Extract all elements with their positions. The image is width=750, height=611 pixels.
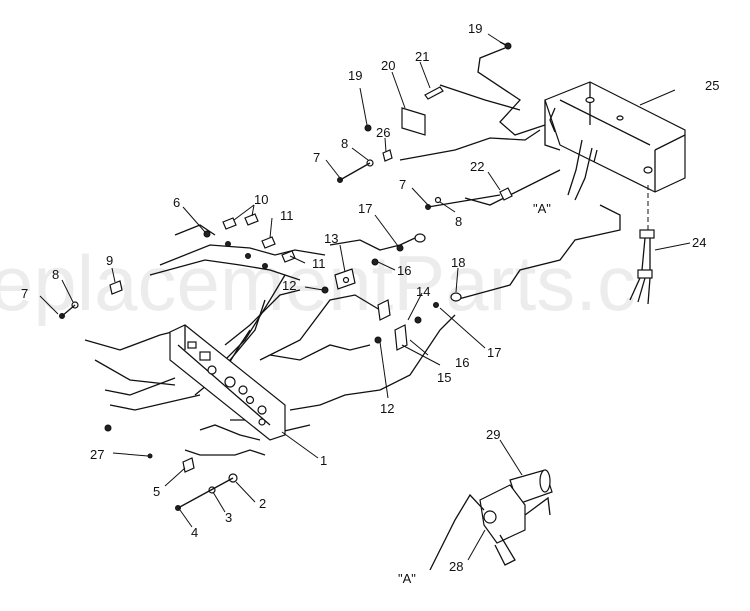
label-7-mid: 7 xyxy=(399,177,406,192)
label-2: 2 xyxy=(259,496,266,511)
label-a-bottom: "A" xyxy=(398,571,416,586)
label-11-lower: 11 xyxy=(312,256,326,271)
part-labels: 1 2 3 4 5 6 7 7 7 8 8 8 9 10 11 11 12 12… xyxy=(21,21,719,586)
label-14: 14 xyxy=(416,284,430,299)
label-20: 20 xyxy=(381,58,395,73)
label-9: 9 xyxy=(106,253,113,268)
label-8-left: 8 xyxy=(52,267,59,282)
harness-24 xyxy=(629,185,655,305)
label-6: 6 xyxy=(173,195,180,210)
label-4: 4 xyxy=(191,525,198,540)
label-12-lower: 12 xyxy=(380,401,394,416)
label-7-top: 7 xyxy=(313,150,320,165)
label-11-upper: 11 xyxy=(280,208,294,223)
label-19-top: 19 xyxy=(468,21,482,36)
label-8-top: 8 xyxy=(341,136,348,151)
label-8-mid: 8 xyxy=(455,214,462,229)
label-24: 24 xyxy=(692,235,706,250)
label-17-upper: 17 xyxy=(358,201,372,216)
label-21: 21 xyxy=(415,49,429,64)
label-7-left: 7 xyxy=(21,286,28,301)
label-12-upper: 12 xyxy=(282,278,296,293)
label-15: 15 xyxy=(437,370,451,385)
hardware xyxy=(59,41,513,511)
solenoid-assembly xyxy=(429,469,553,571)
leader-lines xyxy=(39,33,691,561)
label-18: 18 xyxy=(451,255,465,270)
label-19-left: 19 xyxy=(348,68,362,83)
label-3: 3 xyxy=(225,510,232,525)
label-10: 10 xyxy=(254,192,268,207)
control-box-25 xyxy=(544,81,686,201)
label-16-upper: 16 xyxy=(397,263,411,278)
label-28: 28 xyxy=(449,559,463,574)
label-5: 5 xyxy=(153,484,160,499)
label-13: 13 xyxy=(324,231,338,246)
label-17-lower: 17 xyxy=(487,345,501,360)
label-22: 22 xyxy=(470,159,484,174)
label-29: 29 xyxy=(486,427,500,442)
watermark: eplacementParts.c xyxy=(0,239,636,327)
label-25: 25 xyxy=(705,78,719,93)
label-16-lower: 16 xyxy=(455,355,469,370)
wiring xyxy=(84,47,621,456)
label-a-top: "A" xyxy=(533,201,551,216)
front-panel-1 xyxy=(169,324,286,441)
label-27: 27 xyxy=(90,447,104,462)
label-26: 26 xyxy=(376,125,390,140)
label-1: 1 xyxy=(320,453,327,468)
